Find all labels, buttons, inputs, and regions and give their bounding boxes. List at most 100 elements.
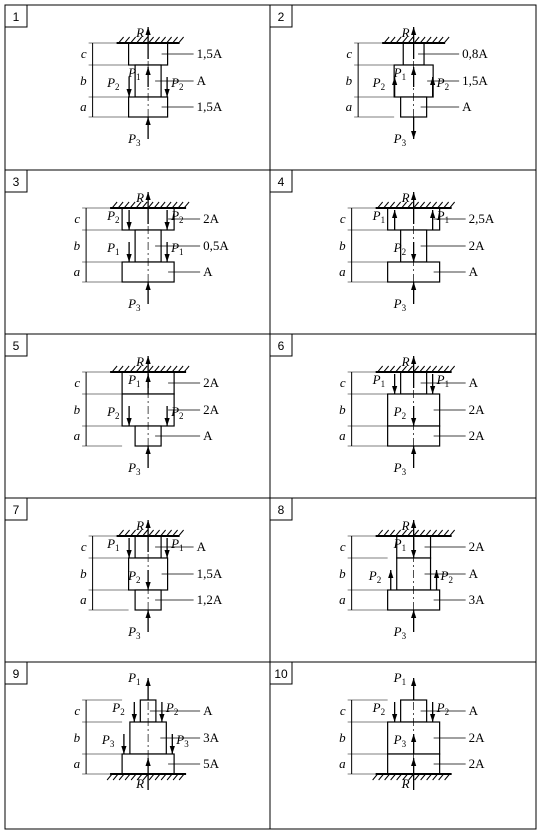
hatch-stroke: [124, 529, 130, 537]
force-symbol: P: [393, 296, 402, 311]
arrow-head: [145, 27, 151, 35]
area-label: 1,5A: [462, 73, 488, 88]
hatch-stroke: [426, 773, 433, 781]
hatch-stroke: [154, 529, 160, 537]
force-label: P2: [106, 208, 119, 225]
force-label: P1: [393, 536, 406, 553]
force-index: 2: [402, 247, 407, 257]
force-symbol: P: [127, 65, 136, 80]
hatch-stroke: [123, 365, 130, 373]
force-symbol: P: [170, 240, 179, 255]
hatch-stroke: [401, 36, 408, 44]
hatch-stroke: [401, 365, 408, 373]
area-label: 3A: [203, 730, 220, 745]
arrow-head: [430, 714, 436, 722]
ground-hatching: [372, 773, 451, 781]
hatch-stroke: [395, 529, 402, 537]
arrow-head: [411, 446, 417, 454]
panel-number-box: [269, 169, 293, 193]
dimension-label-b: b: [80, 73, 87, 88]
arrow-head: [126, 418, 132, 426]
arrow-head: [411, 131, 417, 139]
force-label: P1: [127, 670, 140, 687]
hatch-stroke: [124, 773, 131, 781]
force-label: P3: [393, 624, 407, 641]
area-label: A: [197, 73, 207, 88]
force-symbol: P: [127, 670, 136, 685]
area-label: 1,5A: [197, 46, 223, 61]
hatch-stroke: [106, 773, 113, 781]
hatch-stroke: [407, 529, 414, 537]
force-symbol: R: [401, 354, 410, 369]
hatch-stroke: [153, 201, 160, 209]
hatch-stroke: [425, 36, 432, 44]
force-symbol: P: [101, 732, 110, 747]
arrow-head: [430, 386, 436, 394]
panel-number: 7: [13, 503, 20, 517]
dimension-label-b: b: [346, 73, 353, 88]
hatch-stroke: [401, 529, 408, 537]
force-index: 1: [445, 379, 450, 389]
hatch-stroke: [414, 773, 421, 781]
force-symbol: P: [127, 372, 136, 387]
force-label: R: [401, 354, 410, 369]
panel-number: 4: [278, 175, 285, 189]
dimension-label-c: c: [340, 211, 346, 226]
force-symbol: R: [401, 25, 410, 40]
area-label: A: [197, 539, 207, 554]
hatch-stroke: [154, 773, 161, 781]
hatch-stroke: [407, 201, 414, 209]
arrow-head: [145, 678, 151, 686]
hatch-stroke: [112, 773, 119, 781]
force-label: P2: [106, 75, 119, 92]
dimension-label-c: c: [74, 375, 80, 390]
hatch-stroke: [141, 201, 148, 209]
force-index: 2: [377, 575, 382, 585]
force-symbol: P: [127, 568, 136, 583]
force-label: P2: [368, 568, 381, 585]
force-symbol: R: [401, 518, 410, 533]
force-symbol: P: [106, 536, 115, 551]
dimension-label-b: b: [74, 402, 81, 417]
dimension-label-a: a: [74, 264, 81, 279]
force-index: 2: [179, 82, 184, 92]
arrow-head: [164, 222, 170, 230]
force-symbol: P: [170, 404, 179, 419]
arrow-head: [145, 520, 151, 528]
arrow-head: [411, 758, 417, 766]
arrow-head: [164, 550, 170, 558]
panel-number: 2: [278, 10, 285, 24]
force-label: P2: [170, 404, 183, 421]
dimension-label-c: c: [81, 539, 87, 554]
panel-number-box: [269, 333, 293, 357]
hatch-stroke: [148, 773, 155, 781]
force-label: P2: [393, 240, 406, 257]
hatch-stroke: [129, 365, 136, 373]
hatch-stroke: [383, 36, 390, 44]
force-index: 2: [445, 707, 450, 717]
hatch-stroke: [142, 773, 149, 781]
hatch-stroke: [118, 529, 124, 537]
dimension-label-b: b: [339, 730, 346, 745]
hatch-stroke: [111, 365, 118, 373]
dimension-label-a: a: [339, 592, 346, 607]
force-symbol: P: [106, 240, 115, 255]
ground-hatching: [118, 529, 184, 537]
force-index: 2: [448, 575, 453, 585]
force-label: P2: [111, 700, 124, 717]
panel-number-box: [4, 333, 28, 357]
hatch-stroke: [443, 36, 450, 44]
panel-number-box: [269, 4, 293, 28]
arrow-head: [411, 356, 417, 364]
force-index: 2: [381, 707, 386, 717]
hatch-stroke: [135, 201, 142, 209]
force-symbol: P: [393, 131, 402, 146]
hatch-stroke: [147, 365, 154, 373]
hatch-stroke: [135, 365, 142, 373]
force-index: 3: [402, 467, 407, 477]
hatch-stroke: [141, 365, 148, 373]
hatch-stroke: [136, 773, 143, 781]
